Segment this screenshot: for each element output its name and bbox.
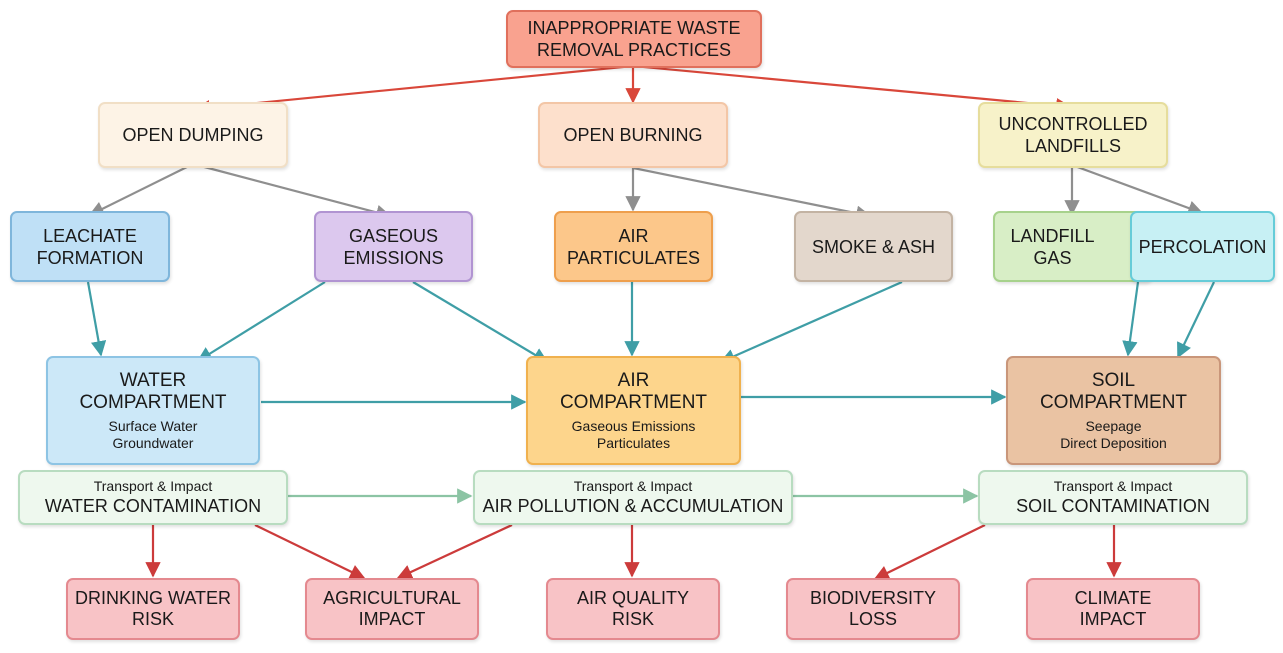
- biodiversity-loss-label: BIODIVERSITY LOSS: [809, 588, 937, 629]
- arrow-gas-to-soil: [1122, 281, 1140, 357]
- soil-compartment-sub: Seepage Direct Deposition: [1060, 417, 1167, 451]
- open-burning-label: OPEN BURNING: [563, 125, 703, 145]
- soil-compartment-node: SOIL COMPARTMENT Seepage Direct Depositi…: [1006, 356, 1221, 465]
- air-pollution-kicker: Transport & Impact: [573, 478, 693, 494]
- climate-impact-node: CLIMATE IMPACT: [1026, 578, 1200, 640]
- arrow-smoke-to-air: [719, 280, 903, 364]
- arrow-dumping-to-gaseous: [192, 162, 392, 220]
- percolation-label: PERCOLATION: [1138, 236, 1267, 257]
- soil-compartment-title: SOIL COMPARTMENT: [1039, 369, 1188, 413]
- soil-contamination-node: Transport & Impact SOIL CONTAMINATION: [978, 470, 1248, 525]
- air-compartment-sub: Gaseous Emissions Particulates: [571, 417, 696, 451]
- water-compartment-sub: Surface Water Groundwater: [108, 417, 198, 451]
- uncontrolled-landfills-node: UNCONTROLLED LANDFILLS: [978, 102, 1168, 168]
- landfill-gas-node: LANDFILL GAS: [993, 211, 1152, 282]
- arrow-landfills-to-percolation: [1071, 163, 1204, 216]
- arrow-gaseous-to-water: [196, 281, 326, 362]
- landfill-gas-label: LANDFILL GAS: [1010, 225, 1095, 268]
- arrow-burning-to-smoke: [632, 166, 872, 221]
- soil-contamination-label: SOIL CONTAMINATION: [1016, 496, 1210, 516]
- agricultural-impact-node: AGRICULTURAL IMPACT: [305, 578, 479, 640]
- gaseous-emissions-label: GASEOUS EMISSIONS: [343, 225, 444, 268]
- percolation-node: PERCOLATION: [1130, 211, 1275, 282]
- arrow-water-to-agricultural: [254, 524, 366, 579]
- leachate-formation-label: LEACHATE FORMATION: [36, 225, 144, 268]
- drinking-water-risk-label: DRINKING WATER RISK: [75, 588, 231, 629]
- open-burning-node: OPEN BURNING: [538, 102, 728, 168]
- biodiversity-loss-node: BIODIVERSITY LOSS: [786, 578, 960, 640]
- smoke-ash-node: SMOKE & ASH: [794, 211, 953, 282]
- arrow-leachate-to-water: [86, 281, 107, 357]
- water-compartment-node: WATER COMPARTMENT Surface Water Groundwa…: [46, 356, 260, 465]
- air-particulates-node: AIR PARTICULATES: [554, 211, 713, 282]
- agricultural-impact-label: AGRICULTURAL IMPACT: [323, 588, 461, 629]
- gaseous-emissions-node: GASEOUS EMISSIONS: [314, 211, 473, 282]
- arrow-root-to-landfills: [632, 64, 1072, 114]
- water-contamination-kicker: Transport & Impact: [93, 478, 213, 494]
- soil-contamination-kicker: Transport & Impact: [1053, 478, 1173, 494]
- water-compartment-title: WATER COMPARTMENT: [79, 369, 227, 413]
- open-dumping-label: OPEN DUMPING: [122, 125, 264, 145]
- drinking-water-risk-node: DRINKING WATER RISK: [66, 578, 240, 640]
- arrow-gaseous-to-air: [412, 281, 549, 363]
- open-dumping-node: OPEN DUMPING: [98, 102, 288, 168]
- arrow-air-to-agricultural: [396, 524, 513, 580]
- arrow-soil-to-biodiversity: [873, 524, 986, 580]
- air-quality-risk-label: AIR QUALITY RISK: [576, 588, 690, 629]
- arrow-dumping-to-leachate: [88, 163, 194, 216]
- air-quality-risk-node: AIR QUALITY RISK: [546, 578, 720, 640]
- smoke-ash-label: SMOKE & ASH: [811, 236, 936, 257]
- arrow-percolation-to-soil: [1177, 281, 1215, 359]
- uncontrolled-landfills-label: UNCONTROLLED LANDFILLS: [998, 114, 1148, 156]
- root-label: INAPPROPRIATE WASTE REMOVAL PRACTICES: [527, 18, 741, 60]
- air-pollution-label: AIR POLLUTION & ACCUMULATION: [482, 496, 784, 516]
- air-compartment-title: AIR COMPARTMENT: [559, 369, 708, 413]
- water-contamination-label: WATER CONTAMINATION: [44, 496, 262, 516]
- air-compartment-node: AIR COMPARTMENT Gaseous Emissions Partic…: [526, 356, 741, 465]
- root-node: INAPPROPRIATE WASTE REMOVAL PRACTICES: [506, 10, 762, 68]
- air-particulates-label: AIR PARTICULATES: [566, 225, 701, 268]
- climate-impact-label: CLIMATE IMPACT: [1074, 588, 1152, 629]
- arrow-root-to-open-dumping: [194, 64, 634, 116]
- leachate-formation-node: LEACHATE FORMATION: [10, 211, 170, 282]
- water-contamination-node: Transport & Impact WATER CONTAMINATION: [18, 470, 288, 525]
- air-pollution-node: Transport & Impact AIR POLLUTION & ACCUM…: [473, 470, 793, 525]
